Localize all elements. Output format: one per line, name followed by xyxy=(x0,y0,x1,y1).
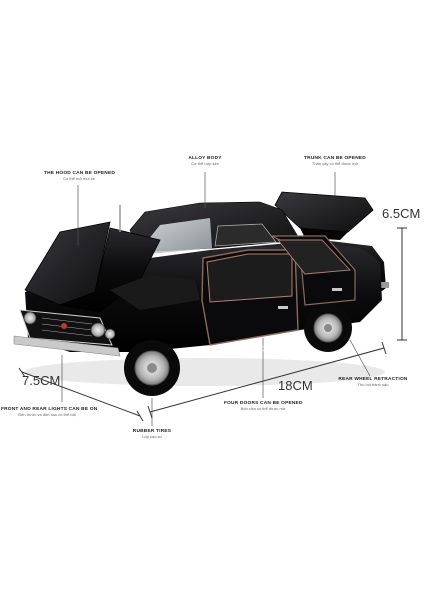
callout-lights: FRONT AND REAR LIGHTS CAN BE ON Đèn trướ… xyxy=(1,407,98,417)
rear-wheel xyxy=(304,304,352,352)
front-wheel xyxy=(124,340,180,396)
windshield xyxy=(148,218,212,254)
dimension-height: 6.5CM xyxy=(382,206,421,221)
dimension-length: 18CM xyxy=(278,378,313,393)
callout-doors: FOUR DOORS CAN BE OPENED Bốn cửa có thể … xyxy=(224,401,303,411)
side-window xyxy=(214,223,277,247)
callout-tires: RUBBER TIRES Lốp cao su xyxy=(132,429,172,439)
car-shadow xyxy=(25,358,385,386)
dimension-lines xyxy=(18,227,407,422)
store-watermark: Store No. 3975030 xyxy=(230,343,305,353)
rear-bumper xyxy=(374,282,389,288)
headlight-left xyxy=(23,311,37,325)
callout-lines xyxy=(61,172,371,426)
callout-hood: THE HOOD CAN BE OPENED Có thể mở mui xe xyxy=(44,171,116,181)
headlight-right xyxy=(90,322,106,338)
dimension-width: 7.5CM xyxy=(22,373,61,388)
callout-rear-wheel: REAR WHEEL RETRACTION Thu hồi bánh sau xyxy=(338,377,408,387)
callout-trunk: TRUNK CAN BE OPENED Thân cây có thể được… xyxy=(304,156,366,166)
badge-icon xyxy=(61,323,67,329)
callout-alloy-body: ALLOY BODY Cơ thể hợp kim xyxy=(188,156,222,166)
hood-open xyxy=(24,221,111,306)
grille-bars xyxy=(41,317,93,337)
front-bumper xyxy=(13,335,121,357)
